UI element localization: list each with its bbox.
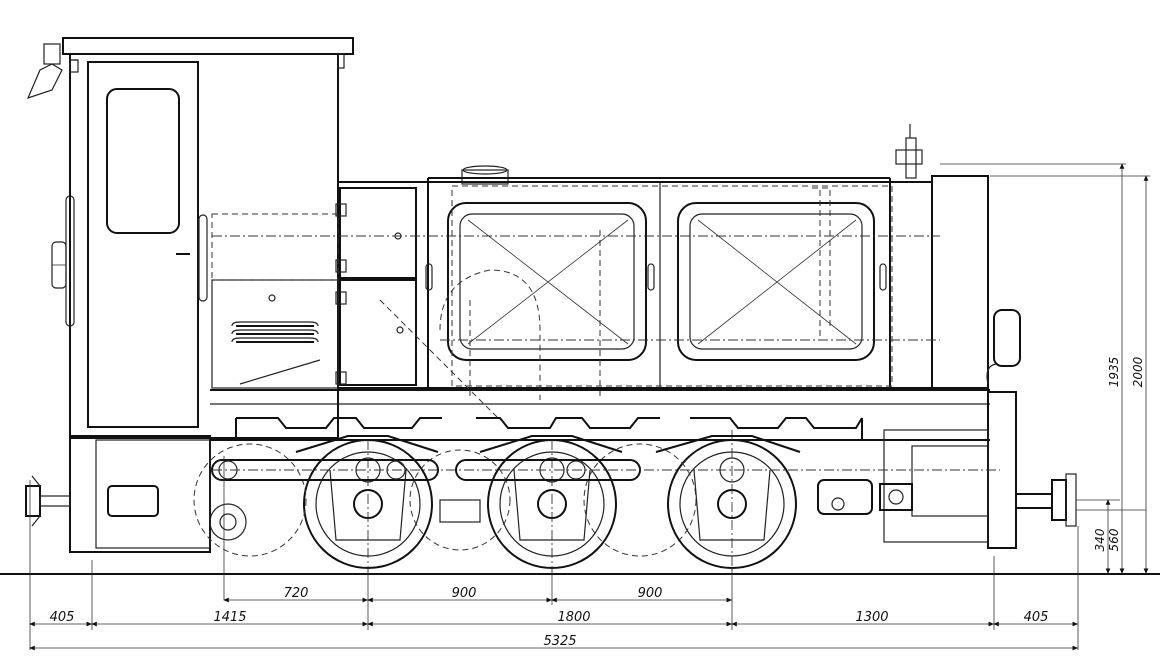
cab bbox=[26, 37, 354, 439]
engine-hood bbox=[211, 124, 989, 389]
dim-900-b: 900 bbox=[638, 586, 663, 601]
dim-340: 340 bbox=[1093, 528, 1107, 551]
horn-icon bbox=[26, 43, 79, 99]
hidden-engine-lines bbox=[211, 185, 940, 421]
rear-lamp-icon bbox=[51, 241, 67, 289]
step-opening bbox=[107, 485, 159, 517]
dim-1800: 1800 bbox=[557, 610, 590, 625]
coupling-rod bbox=[209, 459, 1000, 541]
wheel-3 bbox=[667, 430, 797, 572]
hood-window-left bbox=[447, 202, 647, 361]
dim-405-left: 405 bbox=[50, 610, 75, 625]
radiator-filler-icon bbox=[895, 124, 923, 179]
dim-1415: 1415 bbox=[213, 610, 246, 625]
front-buffer-icon bbox=[1015, 473, 1077, 527]
hood-window-right bbox=[677, 202, 875, 361]
dim-1300: 1300 bbox=[855, 610, 888, 625]
exhaust-stack-icon bbox=[461, 165, 509, 185]
cab-window bbox=[106, 88, 180, 234]
dimension-lines bbox=[29, 163, 1150, 651]
access-door-upper bbox=[339, 187, 417, 279]
dim-720: 720 bbox=[284, 586, 309, 601]
dim-2000: 2000 bbox=[1131, 356, 1145, 387]
front-lamp-icon bbox=[986, 309, 1021, 385]
dim-1935: 1935 bbox=[1107, 357, 1121, 388]
dim-405-right: 405 bbox=[1024, 610, 1049, 625]
access-door-lower bbox=[339, 279, 417, 386]
louvre-vents bbox=[231, 321, 319, 343]
rear-buffer-icon bbox=[25, 475, 71, 527]
dim-5325: 5325 bbox=[543, 634, 576, 649]
dim-560: 560 bbox=[1107, 528, 1121, 551]
door-handle bbox=[198, 214, 208, 302]
axle-guides bbox=[295, 435, 801, 541]
dim-900-a: 900 bbox=[452, 586, 477, 601]
